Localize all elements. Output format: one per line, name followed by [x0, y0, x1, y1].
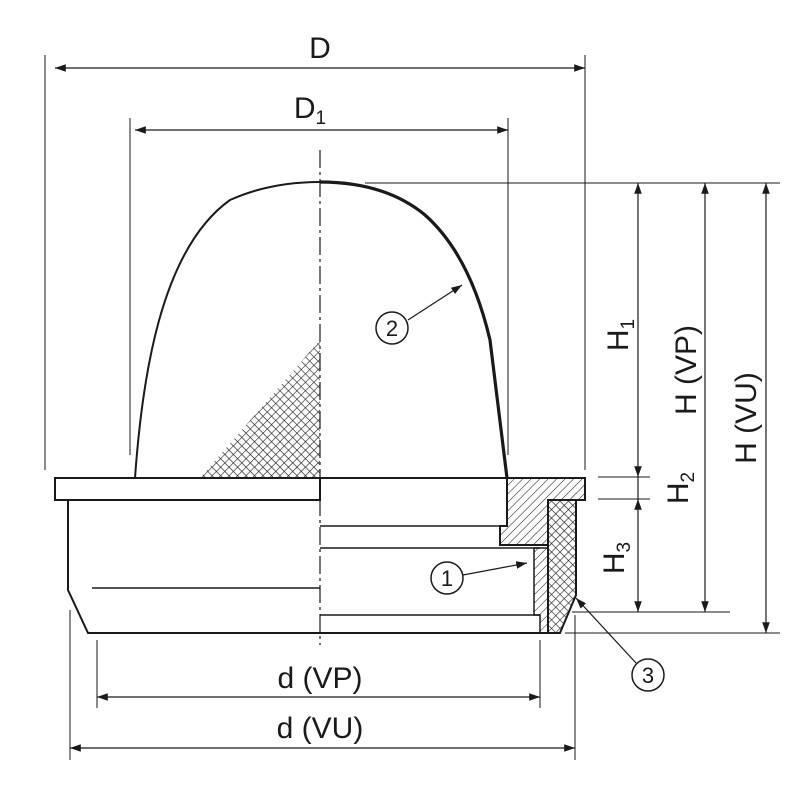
seal-section — [547, 499, 577, 634]
label-d-VP: d (VP) — [277, 662, 362, 695]
insert-strip — [533, 547, 549, 634]
label-H2: H2 — [662, 472, 699, 504]
mesh-hatch — [200, 340, 320, 478]
dome-cap — [134, 181, 321, 479]
label-d-VU: d (VU) — [277, 712, 364, 745]
label-H3: H3 — [598, 542, 635, 574]
svg-text:2: 2 — [386, 316, 398, 341]
label-H1: H1 — [602, 319, 639, 351]
label-D: D — [309, 32, 331, 65]
dimension-lines — [55, 64, 770, 752]
svg-text:3: 3 — [642, 663, 654, 688]
label-D1: D1 — [294, 92, 326, 129]
extension-lines — [44, 55, 780, 760]
callout-2: 2 — [375, 284, 463, 345]
flange — [54, 477, 321, 501]
label-H-VU: H (VU) — [730, 372, 763, 464]
callout-1: 1 — [430, 561, 528, 595]
callout-3: 3 — [575, 597, 665, 692]
label-H-VP: H (VP) — [670, 325, 703, 415]
dome-cap-right — [319, 180, 509, 479]
body-outline — [67, 500, 555, 634]
svg-text:1: 1 — [441, 566, 453, 591]
